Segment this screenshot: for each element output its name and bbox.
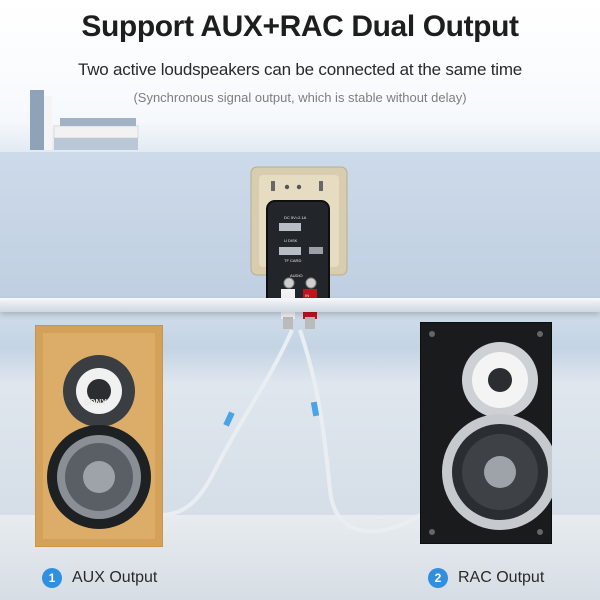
page-note: (Synchronous signal output, which is sta…: [133, 90, 467, 105]
output-label-rac: 2 RAC Output: [428, 565, 544, 591]
output-number-badge: 2: [428, 568, 448, 588]
label-dc: DC 5V=2.1A: [284, 215, 307, 220]
output-label-text: RAC Output: [458, 569, 545, 586]
shelf: [0, 298, 600, 312]
speaker-brand-logo: SONY: [84, 398, 107, 407]
label-out: OUT: [283, 293, 292, 298]
output-number-badge: 1: [42, 568, 62, 588]
label-udisk: U DISK: [284, 238, 298, 243]
page-title: Support AUX+RAC Dual Output: [81, 10, 519, 43]
output-label-aux: 1 AUX Output: [42, 565, 157, 591]
page-subtitle: Two active loudspeakers can be connected…: [77, 60, 523, 79]
speaker-left: [35, 325, 163, 547]
label-audio: AUDIO: [290, 273, 303, 278]
label-tfcard: TF CARD: [284, 258, 302, 263]
output-label-text: AUX Output: [72, 569, 158, 586]
speaker-right: [420, 322, 552, 544]
label-in: IN: [305, 293, 309, 298]
wall-socket-adapter: [250, 166, 348, 329]
books-decoration: [30, 90, 139, 150]
